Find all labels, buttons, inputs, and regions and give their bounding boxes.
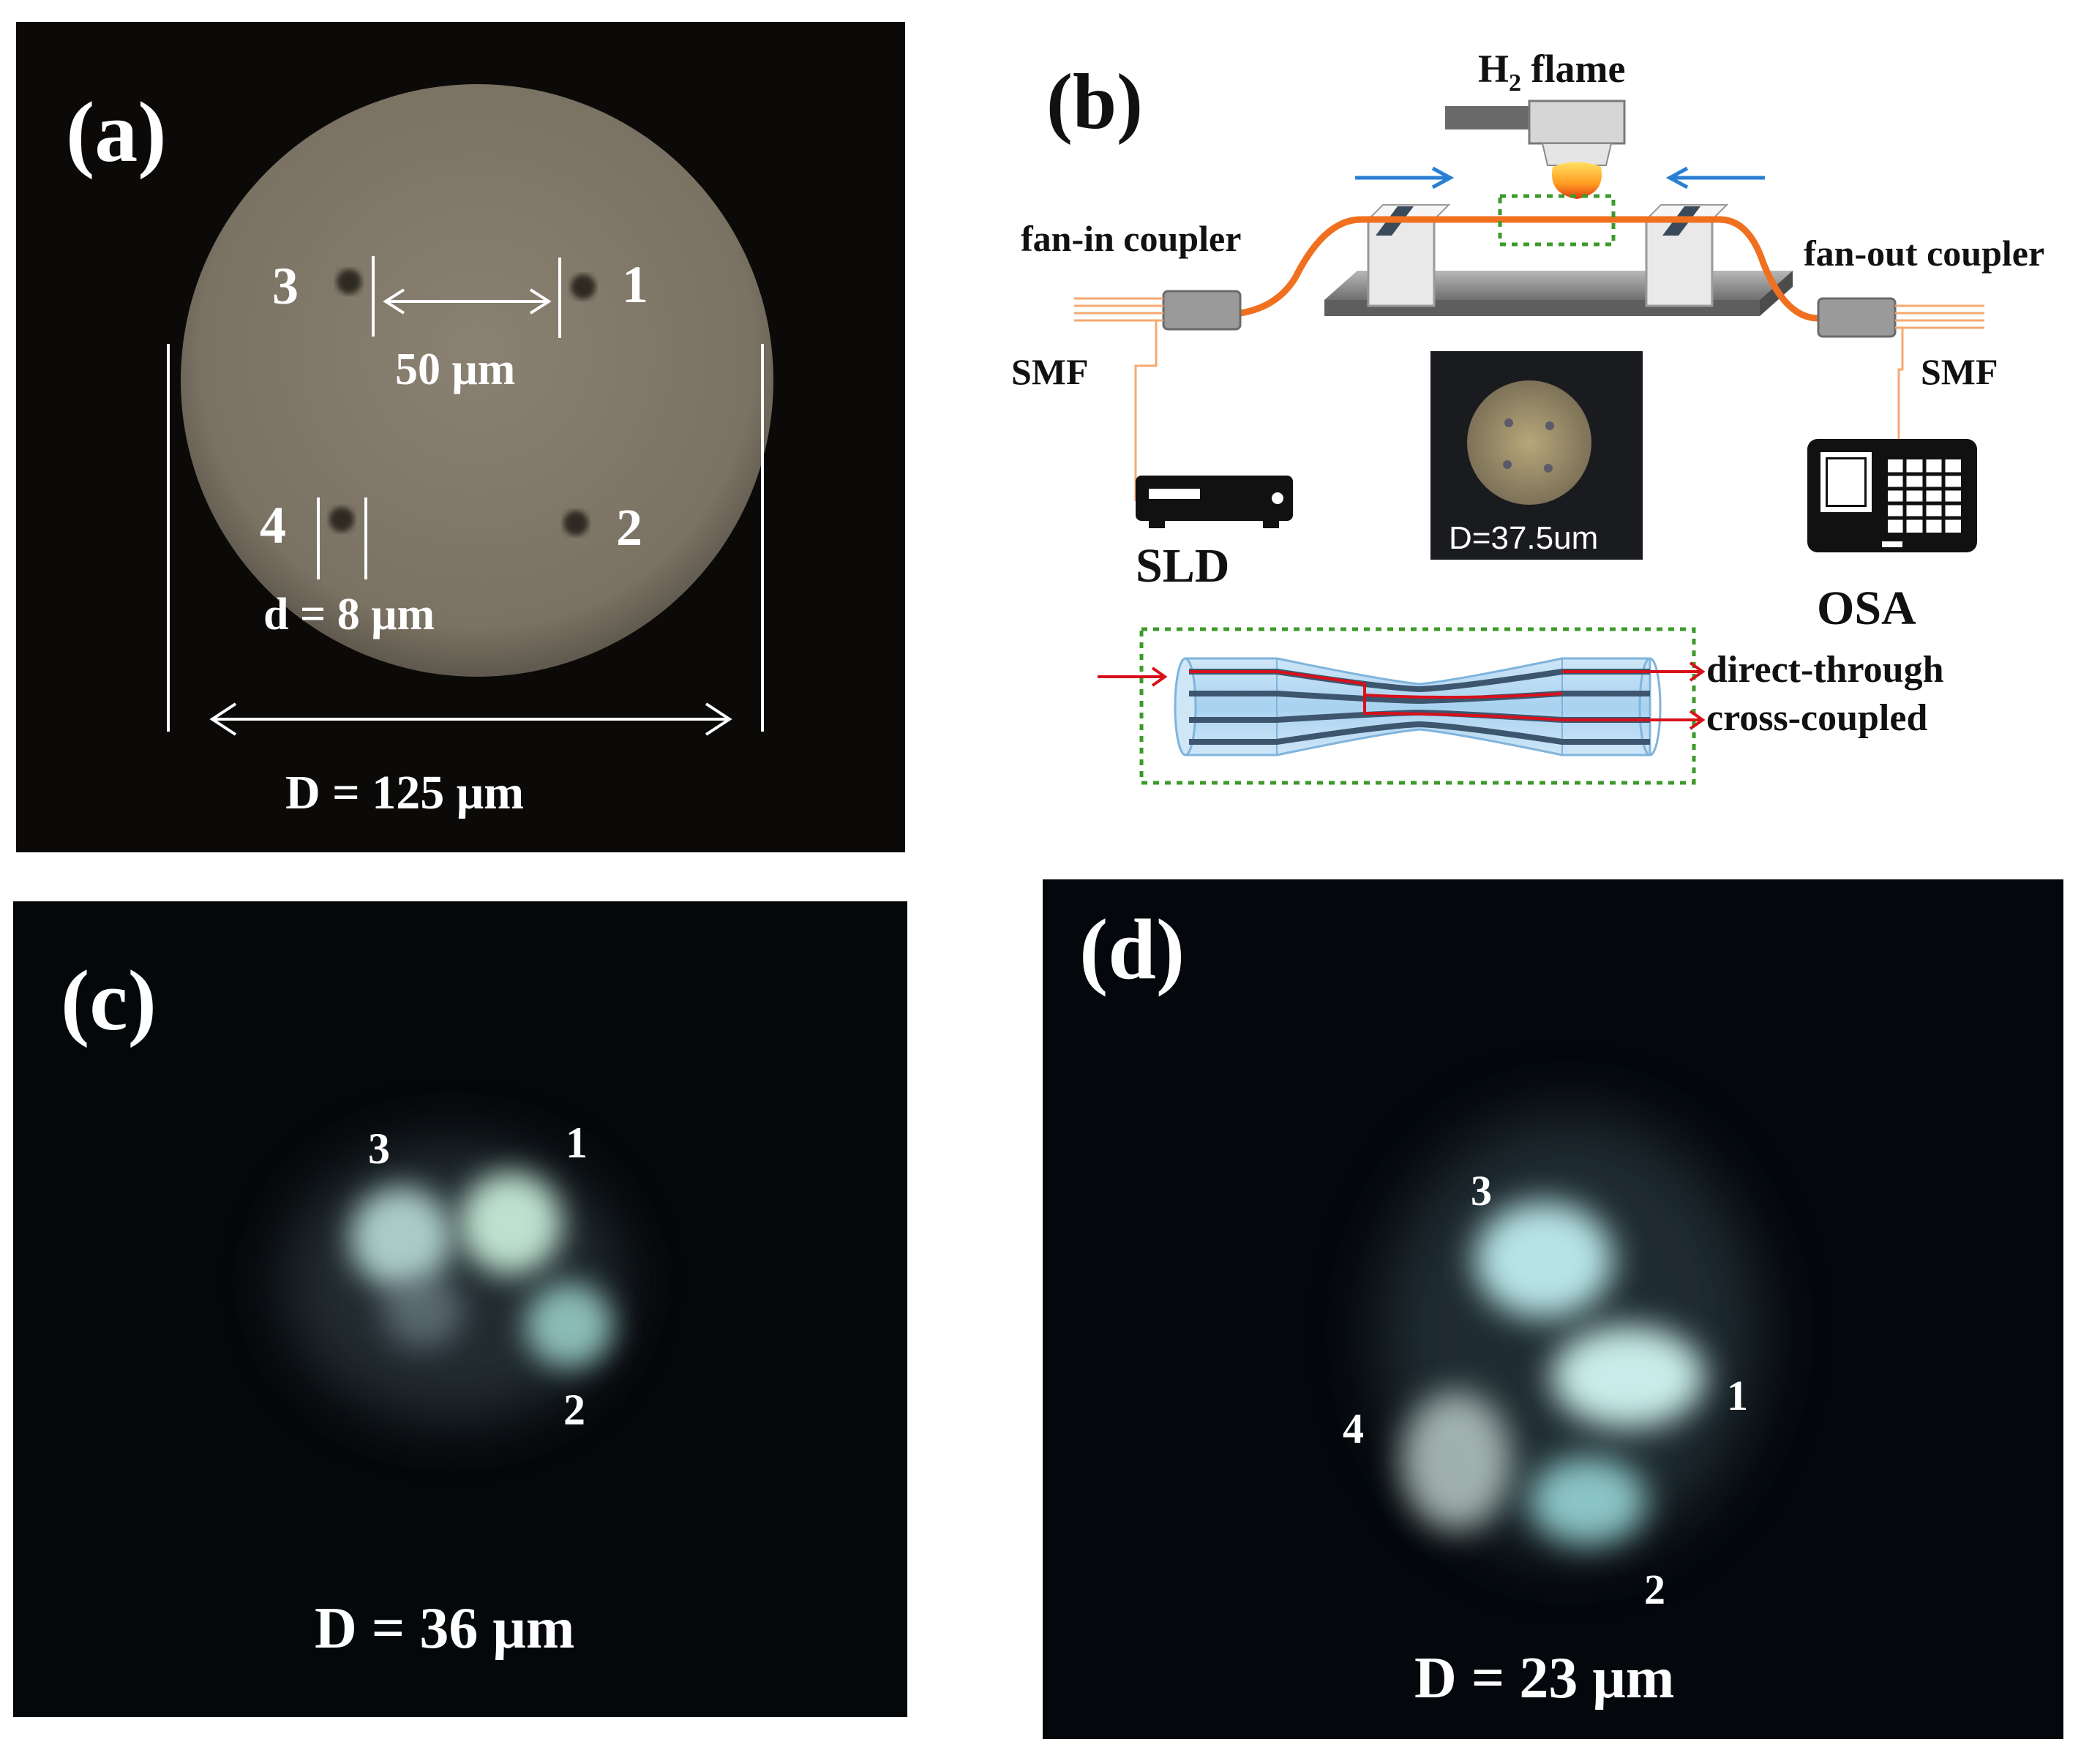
sld-label: SLD xyxy=(1136,539,1229,593)
panel-b-label: (b) xyxy=(1046,59,1143,146)
core-1-label: 1 xyxy=(1727,1372,1748,1419)
diameter-label: D = 36 μm xyxy=(315,1596,574,1661)
panel-a-label: (a) xyxy=(66,84,167,180)
core-diameter-marker xyxy=(317,497,367,579)
core-3-spot xyxy=(337,269,361,294)
core-3-label: 3 xyxy=(272,257,299,315)
zoom-box xyxy=(1139,627,1696,785)
sld-source-icon xyxy=(1136,476,1293,528)
panel-c-label: (c) xyxy=(61,953,157,1048)
core-3-glow xyxy=(350,1187,452,1289)
translation-stage xyxy=(1324,204,1793,316)
diameter-label: D = 23 μm xyxy=(1414,1646,1674,1710)
core-3-label: 3 xyxy=(368,1124,390,1173)
osa-icon xyxy=(1807,439,1977,552)
core-1-glow xyxy=(1551,1326,1705,1428)
core-3-glow xyxy=(1474,1201,1613,1318)
core-4-glow xyxy=(383,1274,463,1348)
cladding-diameter-label: D = 125 μm xyxy=(285,766,524,819)
panel-c-drawing: (c) 3 1 2 D = 36 μm xyxy=(61,953,620,1661)
core-2-glow xyxy=(525,1283,613,1368)
panel-d-output-pattern: (d) 3 1 4 2 D = 23 μm xyxy=(1043,879,2063,1739)
core-4-spot xyxy=(329,507,354,532)
panel-a-drawing: (a) 3 1 4 2 50 μm d = 8 μm D = 125 μm xyxy=(66,84,773,819)
halo-glow xyxy=(284,1143,620,1421)
spacing-label: 50 μm xyxy=(395,345,515,394)
cladding-disk xyxy=(181,84,773,677)
cross-coupled-label: cross-coupled xyxy=(1706,697,1927,739)
panel-b-drawing: (b) H2 flame xyxy=(1011,47,2044,785)
panel-c-output-pattern: (c) 3 1 2 D = 36 μm xyxy=(13,901,907,1717)
fan-in-label: fan-in coupler xyxy=(1021,218,1241,259)
core-1-label: 1 xyxy=(566,1119,588,1167)
core-4-label: 4 xyxy=(260,496,286,555)
panel-d-label: (d) xyxy=(1079,901,1185,997)
smf-right-label: SMF xyxy=(1921,351,1998,392)
core-2-label: 2 xyxy=(616,498,642,557)
inset-label: D=37.5um xyxy=(1449,520,1598,556)
tension-arrows xyxy=(1355,166,1765,189)
core-3-label: 3 xyxy=(1471,1167,1492,1214)
fan-out-label: fan-out coupler xyxy=(1804,233,2044,274)
flame-label: H2 flame xyxy=(1478,47,1625,97)
core-4-glow xyxy=(1401,1392,1511,1531)
fan-out-coupler xyxy=(1817,297,1984,439)
panel-a-fiber-cross-section: (a) 3 1 4 2 50 μm d = 8 μm D = 125 μm xyxy=(16,22,905,852)
core-diameter-label: d = 8 μm xyxy=(263,590,435,639)
core-1-spot xyxy=(571,274,596,299)
core-2-label: 2 xyxy=(563,1386,585,1434)
direct-through-label: direct-through xyxy=(1706,649,1944,691)
core-2-spot xyxy=(563,511,588,536)
cladding-diameter-marker xyxy=(167,344,764,736)
smf-left-label: SMF xyxy=(1011,351,1089,392)
hydrogen-torch xyxy=(1445,99,1626,199)
inset-cross-section xyxy=(1430,351,1643,560)
flame-icon xyxy=(1551,162,1602,199)
fan-in-coupler xyxy=(1074,290,1242,501)
core-4-label: 4 xyxy=(1343,1405,1364,1452)
core-1-glow xyxy=(460,1172,562,1274)
signal-paths xyxy=(1098,661,1706,730)
core-2-label: 2 xyxy=(1644,1566,1665,1613)
core-1-label: 1 xyxy=(622,255,648,314)
osa-label: OSA xyxy=(1817,582,1916,635)
spacing-marker xyxy=(372,256,561,338)
tapered-fiber-path xyxy=(1240,216,1819,322)
panel-b-setup-diagram: (b) H2 flame xyxy=(944,0,2100,871)
panel-d-drawing: (d) 3 1 4 2 D = 23 μm xyxy=(1079,901,1760,1710)
core-2-glow xyxy=(1529,1457,1646,1545)
